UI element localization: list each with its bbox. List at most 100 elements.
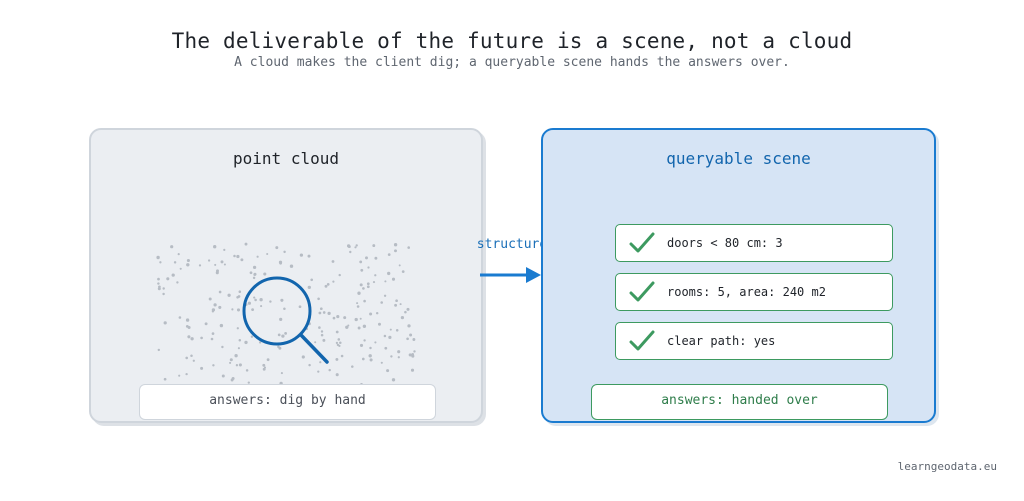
- cloud-point: [355, 244, 358, 247]
- cloud-point: [178, 374, 181, 377]
- cloud-point: [331, 260, 335, 263]
- cloud-point: [397, 356, 400, 359]
- cloud-point: [236, 308, 241, 312]
- cloud-point: [238, 363, 242, 367]
- cloud-point: [213, 245, 217, 249]
- cloud-point: [262, 363, 266, 367]
- check-item-rooms: rooms: 5, area: 240 m2: [615, 273, 893, 311]
- cloud-point: [216, 269, 219, 273]
- cloud-point: [412, 338, 416, 341]
- cloud-point: [335, 373, 339, 377]
- cloud-point: [283, 250, 286, 254]
- cloud-point: [356, 305, 360, 308]
- cloud-point: [366, 282, 370, 286]
- cloud-point: [280, 372, 283, 375]
- cloud-point: [301, 355, 305, 359]
- cloud-point: [218, 305, 222, 309]
- cloud-point: [247, 381, 250, 384]
- cloud-point: [360, 268, 364, 272]
- cloud-point: [391, 378, 396, 382]
- cloud-point: [407, 324, 411, 328]
- cloud-point: [354, 246, 357, 249]
- queryable-scene-title: queryable scene: [666, 149, 811, 168]
- cloud-point: [374, 274, 377, 277]
- cloud-point: [236, 327, 239, 330]
- cloud-point: [318, 326, 321, 329]
- cloud-point: [338, 344, 341, 348]
- cloud-point: [322, 338, 326, 342]
- cloud-point: [263, 272, 267, 276]
- check-item-clear-path: clear path: yes: [615, 322, 893, 360]
- cloud-point: [187, 326, 191, 329]
- cloud-point: [380, 361, 383, 364]
- cloud-point: [320, 333, 324, 337]
- cloud-point: [369, 346, 372, 350]
- cloud-point: [383, 334, 387, 338]
- cloud-point: [394, 249, 397, 253]
- cloud-point: [236, 254, 240, 259]
- magnifier-icon: [242, 276, 329, 364]
- cloud-point: [218, 290, 222, 294]
- cloud-point: [185, 372, 188, 376]
- check-item-doors: doors < 80 cm: 3: [615, 224, 893, 262]
- cloud-point: [336, 315, 340, 319]
- cloud-point: [233, 254, 236, 258]
- cloud-point: [240, 258, 244, 262]
- cloud-point: [269, 300, 272, 303]
- structure-label: structure: [476, 237, 548, 252]
- cloud-point: [253, 273, 256, 276]
- cloud-point: [307, 254, 311, 258]
- cloud-point: [178, 316, 182, 319]
- cloud-point: [319, 307, 323, 311]
- cloud-point: [374, 341, 377, 344]
- point-cloud-scatter: [156, 242, 416, 386]
- cloud-point: [320, 330, 324, 333]
- cloud-point: [227, 293, 231, 297]
- cloud-point: [410, 368, 415, 372]
- cloud-point: [383, 294, 387, 297]
- cloud-point: [186, 258, 190, 263]
- cloud-point: [384, 346, 388, 350]
- cloud-point: [162, 287, 165, 290]
- cloud-point: [332, 280, 335, 283]
- cloud-point: [346, 244, 351, 248]
- handed-over-box: answers: handed over: [591, 384, 888, 420]
- cloud-point: [362, 324, 367, 328]
- cloud-point: [279, 261, 282, 265]
- cloud-point: [372, 281, 376, 284]
- cloud-point: [324, 284, 328, 288]
- cloud-point: [318, 311, 322, 315]
- cloud-point: [258, 341, 262, 344]
- cloud-point: [391, 277, 396, 281]
- cloud-point: [413, 350, 416, 353]
- cloud-point: [221, 374, 225, 378]
- cloud-point: [406, 337, 409, 341]
- cloud-point: [179, 267, 182, 270]
- cloud-point: [212, 364, 215, 367]
- cloud-point: [307, 285, 311, 290]
- cloud-point: [229, 361, 232, 364]
- cloud-point: [190, 337, 194, 341]
- cloud-point: [229, 358, 233, 362]
- cloud-point: [400, 315, 405, 320]
- cloud-point: [362, 287, 365, 290]
- cloud-point: [367, 266, 370, 269]
- cloud-point: [234, 354, 238, 358]
- cloud-point: [176, 281, 179, 284]
- queryable-scene-panel: queryable scene doors < 80 cm: 3 rooms: …: [541, 128, 936, 423]
- cloud-point: [173, 261, 177, 264]
- cloud-point: [237, 347, 240, 350]
- point-cloud-panel: point cloud answers: dig by hand: [89, 128, 483, 423]
- check-item-text: rooms: 5, area: 240 m2: [667, 285, 826, 299]
- cloud-point: [411, 354, 415, 358]
- cloud-point: [319, 361, 322, 364]
- cloud-point: [314, 341, 317, 344]
- cloud-point: [208, 297, 212, 301]
- cloud-point: [406, 307, 410, 311]
- cloud-point: [337, 338, 341, 341]
- cloud-point: [399, 303, 402, 306]
- cloud-point: [219, 323, 224, 328]
- cloud-point: [366, 285, 370, 289]
- cloud-point: [354, 317, 358, 322]
- cloud-point: [253, 296, 256, 299]
